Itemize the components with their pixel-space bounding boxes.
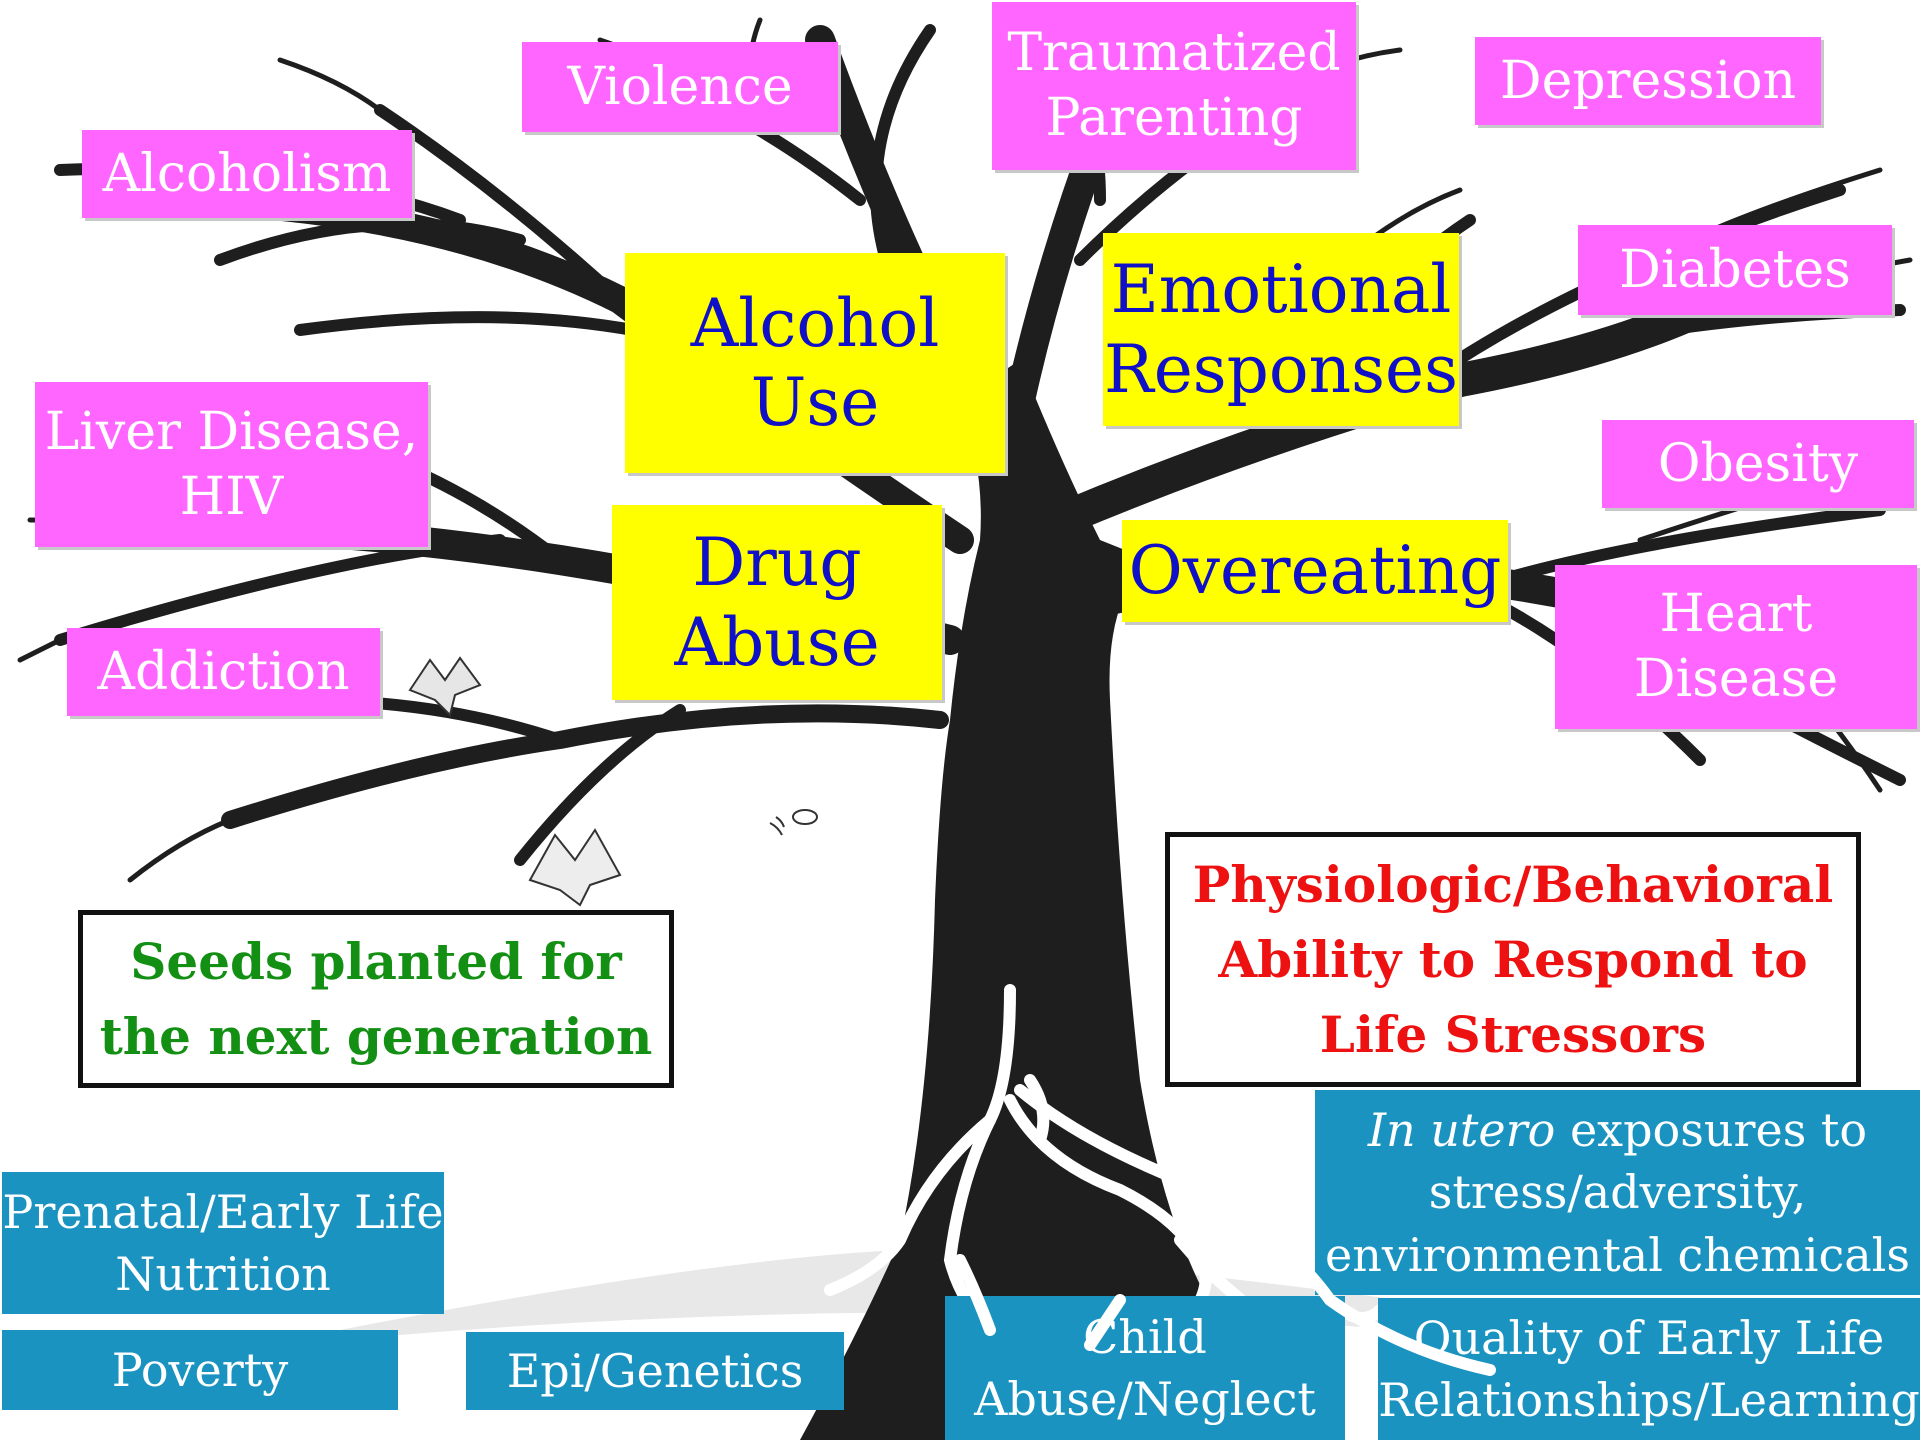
leaf-icon xyxy=(408,656,482,717)
root-prenatal-nutrition-label: Prenatal/Early Life Nutrition xyxy=(2,1184,444,1301)
consequence-alcoholism: Alcoholism xyxy=(82,130,412,218)
root-epi-genetics: Epi/Genetics xyxy=(466,1332,844,1410)
behavior-alcohol-use-label: Alcohol Use xyxy=(690,284,940,441)
root-child-abuse-label: Child Abuse/Neglect xyxy=(974,1309,1316,1426)
root-poverty: Poverty xyxy=(2,1330,398,1410)
behavior-overeating-label: Overeating xyxy=(1128,532,1502,610)
tree-trunk xyxy=(800,360,1320,1440)
consequence-heart-disease-label: Heart Disease xyxy=(1633,584,1839,709)
root-quality-relationships-label: Quality of Early Life Relationships/Lear… xyxy=(1378,1310,1920,1427)
root-in-utero-label: In utero exposures to stress/adversity, … xyxy=(1325,1099,1910,1285)
consequence-violence: Violence xyxy=(522,42,838,132)
consequence-traumatized-parenting-label: Traumatized Parenting xyxy=(1007,23,1341,148)
behavior-emotional-responses: Emotional Responses xyxy=(1103,233,1459,426)
behavior-overeating: Overeating xyxy=(1122,520,1508,622)
consequence-addiction-label: Addiction xyxy=(97,641,350,702)
root-in-utero-exposures: In utero exposures to stress/adversity, … xyxy=(1315,1090,1920,1295)
consequence-violence-label: Violence xyxy=(567,56,793,117)
behavior-alcohol-use: Alcohol Use xyxy=(625,253,1005,473)
behavior-drug-abuse-label: Drug Abuse xyxy=(674,524,880,681)
consequence-obesity-label: Obesity xyxy=(1657,433,1859,494)
behavior-emotional-responses-label: Emotional Responses xyxy=(1104,251,1458,408)
consequence-liver-disease-hiv: Liver Disease, HIV xyxy=(35,382,428,547)
consequence-liver-disease-hiv-label: Liver Disease, HIV xyxy=(44,401,419,527)
consequence-obesity: Obesity xyxy=(1602,420,1914,508)
consequence-depression: Depression xyxy=(1475,37,1821,125)
consequence-diabetes: Diabetes xyxy=(1578,225,1892,315)
consequence-diabetes-label: Diabetes xyxy=(1619,239,1851,300)
physiologic-callout: Physiologic/Behavioral Ability to Respon… xyxy=(1165,832,1861,1087)
consequence-depression-label: Depression xyxy=(1499,50,1797,111)
root-poverty-label: Poverty xyxy=(111,1342,289,1397)
consequence-heart-disease: Heart Disease xyxy=(1555,565,1917,729)
consequence-traumatized-parenting: Traumatized Parenting xyxy=(992,2,1356,170)
consequence-addiction: Addiction xyxy=(67,628,380,716)
seeds-callout: Seeds planted for the next generation xyxy=(78,910,674,1088)
leaf-icon xyxy=(528,828,622,907)
root-quality-relationships: Quality of Early Life Relationships/Lear… xyxy=(1378,1298,1920,1440)
physiologic-callout-label: Physiologic/Behavioral Ability to Respon… xyxy=(1192,855,1834,1064)
root-child-abuse: Child Abuse/Neglect xyxy=(945,1296,1345,1440)
seeds-callout-label: Seeds planted for the next generation xyxy=(99,932,653,1066)
root-epi-genetics-label: Epi/Genetics xyxy=(506,1343,804,1398)
behavior-drug-abuse: Drug Abuse xyxy=(612,505,942,700)
falling-leaf-icon xyxy=(769,809,818,836)
consequence-alcoholism-label: Alcoholism xyxy=(102,143,392,204)
root-prenatal-nutrition: Prenatal/Early Life Nutrition xyxy=(2,1172,444,1314)
root-in-utero-emphasis: In utero xyxy=(1367,1103,1556,1158)
